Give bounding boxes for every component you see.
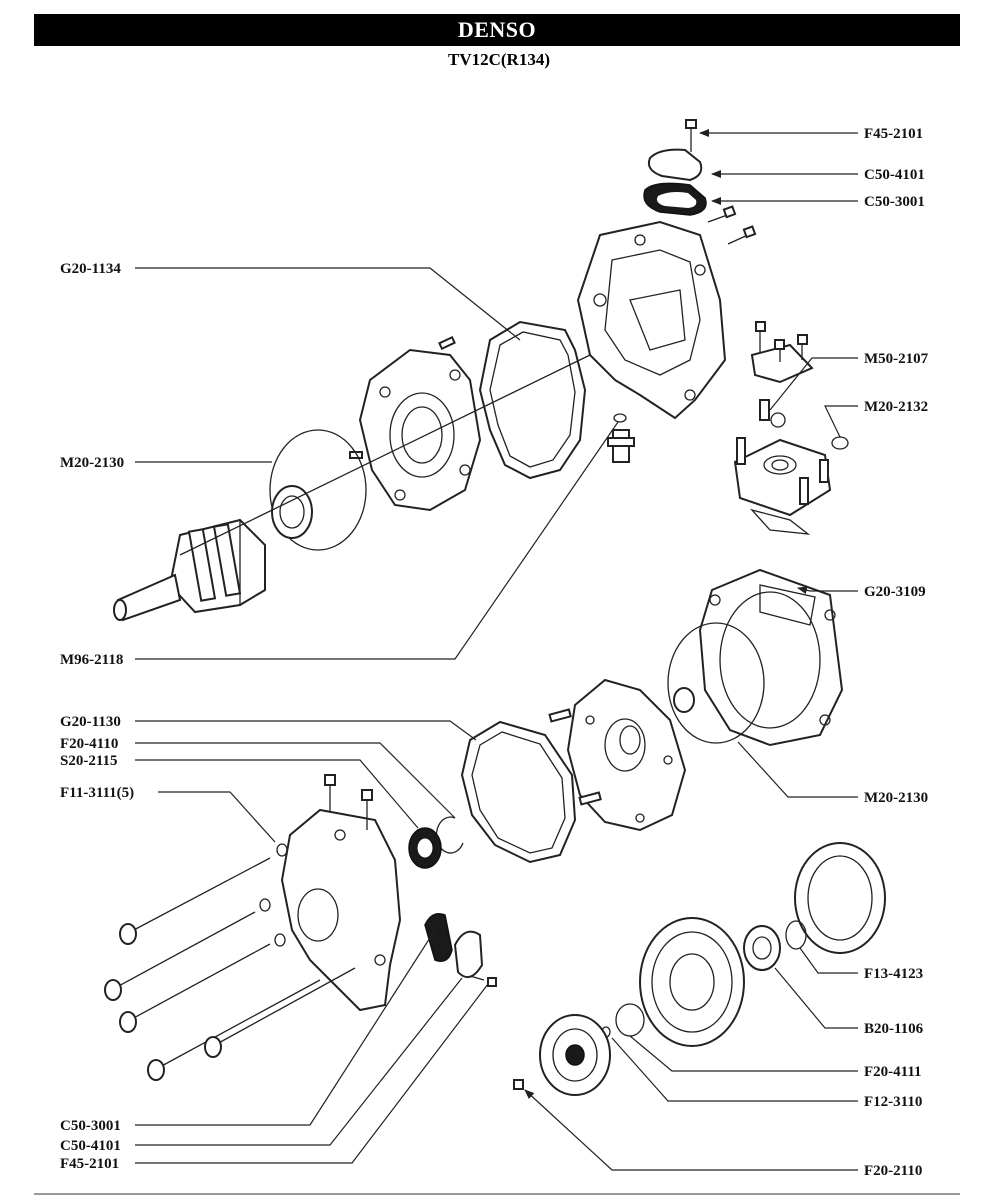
top-gasket-part bbox=[643, 182, 707, 216]
rotor-shaft-part bbox=[113, 354, 591, 622]
front-gasket-part bbox=[460, 720, 577, 864]
bottom-screw-part bbox=[469, 975, 497, 987]
cylinder-block-part bbox=[698, 568, 844, 747]
o-ring-left-part bbox=[269, 429, 367, 551]
rear-service-block-part bbox=[733, 399, 849, 535]
snap-ring-part bbox=[785, 920, 807, 950]
pulley-part bbox=[639, 917, 745, 1047]
label-c50-3001-bottom: C50-3001 bbox=[60, 1118, 121, 1134]
top-screw-part bbox=[685, 119, 697, 152]
head-gasket-part bbox=[478, 320, 587, 480]
footer-divider bbox=[34, 1193, 960, 1195]
valve-fitting-part bbox=[607, 413, 635, 463]
label-f20-4111: F20-4111 bbox=[864, 1064, 922, 1080]
label-f11-3111: F11-3111(5) bbox=[60, 785, 134, 801]
rear-cover-screws-part bbox=[750, 321, 814, 384]
label-s20-2115: S20-2115 bbox=[60, 753, 118, 769]
label-b20-1106: B20-1106 bbox=[864, 1021, 924, 1037]
rear-head-housing-part bbox=[576, 220, 727, 420]
o-ring-right-part bbox=[667, 622, 765, 744]
through-bolts-part bbox=[104, 843, 356, 1081]
label-c50-3001-top: C50-3001 bbox=[864, 194, 925, 210]
label-g20-1134: G20-1134 bbox=[60, 261, 121, 277]
front-valve-plate-part bbox=[358, 348, 482, 512]
label-f45-2101-top: F45-2101 bbox=[864, 126, 923, 142]
label-f12-3110: F12-3110 bbox=[864, 1094, 922, 1110]
label-f20-2110: F20-2110 bbox=[864, 1163, 922, 1179]
pulley-snap-ring-part bbox=[615, 1003, 645, 1037]
label-m96-2118: M96-2118 bbox=[60, 652, 123, 668]
dowel-pins-part bbox=[349, 335, 456, 459]
front-head-plate-part bbox=[548, 678, 687, 832]
label-f13-4123: F13-4123 bbox=[864, 966, 923, 982]
bearing-part bbox=[743, 925, 781, 971]
label-m20-2130-left: M20-2130 bbox=[60, 455, 124, 471]
label-m50-2107: M50-2107 bbox=[864, 351, 929, 367]
shaft-bushing-part bbox=[673, 687, 695, 713]
armature-hub-part bbox=[539, 1014, 611, 1096]
model-subtitle: TV12C(R134) bbox=[448, 50, 550, 69]
label-g20-3109: G20-3109 bbox=[864, 584, 926, 600]
title-banner: DENSO bbox=[34, 14, 960, 46]
label-m20-2132: M20-2132 bbox=[864, 399, 928, 415]
label-m20-2130-right: M20-2130 bbox=[864, 790, 928, 806]
label-g20-1130: G20-1130 bbox=[60, 714, 121, 730]
shaft-seal-part bbox=[408, 827, 442, 869]
label-f20-4110: F20-4110 bbox=[60, 736, 118, 752]
hub-bolt-part bbox=[513, 1079, 524, 1090]
head-screws-part bbox=[707, 205, 757, 245]
brand-title: DENSO bbox=[457, 17, 537, 42]
top-cover-plate-part bbox=[647, 148, 703, 182]
clutch-coil-part bbox=[794, 842, 886, 954]
bottom-cover-plate-part bbox=[453, 930, 484, 979]
bottom-gasket-part bbox=[424, 913, 453, 962]
label-c50-4101-top: C50-4101 bbox=[864, 167, 925, 183]
leader-lines bbox=[135, 129, 858, 1171]
front-housing-part bbox=[280, 774, 402, 1012]
label-f45-2101-bottom: F45-2101 bbox=[60, 1156, 119, 1172]
label-c50-4101-bottom: C50-4101 bbox=[60, 1138, 121, 1154]
part-labels: F45-2101 C50-4101 C50-3001 G20-1134 M50-… bbox=[60, 126, 929, 1179]
